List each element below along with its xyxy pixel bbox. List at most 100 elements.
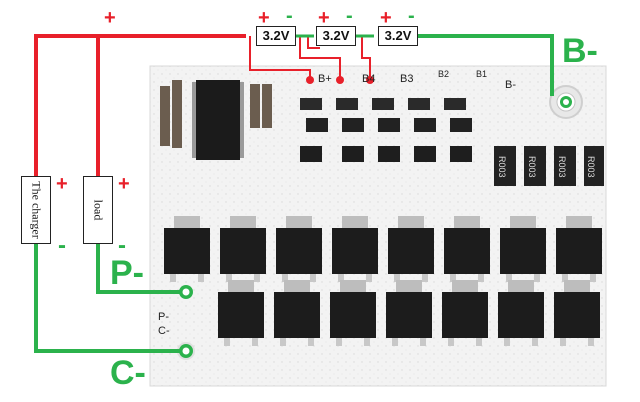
mosfet-pin — [280, 338, 286, 346]
mosfet-row-bottom — [218, 280, 600, 346]
mosfet-tab — [454, 216, 480, 228]
mosfet-pin — [338, 274, 344, 282]
mosfet-pin — [562, 274, 568, 282]
charger-plus: + — [56, 173, 68, 195]
c-minus-pad-hole — [182, 347, 190, 355]
mosfet-tab — [286, 216, 312, 228]
positive-wires — [34, 34, 246, 176]
mosfet — [332, 228, 378, 274]
mosfet — [442, 292, 488, 338]
mosfet-tab — [396, 280, 422, 292]
negative-wires — [34, 34, 554, 353]
mosfet-pin — [476, 338, 482, 346]
mosfet-pin — [226, 274, 232, 282]
mosfet-pin — [366, 274, 372, 282]
mosfet — [330, 292, 376, 338]
load-box: load — [83, 176, 113, 244]
mosfet-pin — [506, 274, 512, 282]
mosfet-tab — [508, 280, 534, 292]
mosfet-pin — [392, 338, 398, 346]
mosfet-tab — [284, 280, 310, 292]
shunt-code-1: R003 — [497, 156, 507, 178]
mosfet — [498, 292, 544, 338]
mosfet-pin — [308, 338, 314, 346]
mosfet-pin — [534, 274, 540, 282]
label-p-minus: P- — [110, 254, 144, 292]
mosfet-pin — [364, 338, 370, 346]
label-c-minus: C- — [110, 354, 146, 392]
charger-label: The charger — [29, 181, 44, 239]
cell-1-plus: + — [258, 7, 270, 29]
tap-pads — [306, 76, 374, 84]
shunt-code-2: R003 — [527, 156, 537, 178]
mosfet — [218, 292, 264, 338]
b-minus-pad-hole — [563, 99, 569, 105]
mosfet-pin — [310, 274, 316, 282]
mosfet-pin — [504, 338, 510, 346]
cell-1: 3.2V — [256, 26, 296, 46]
mosfet-pin — [450, 274, 456, 282]
shunt-code-4: R003 — [586, 156, 596, 178]
positive-rail — [34, 34, 246, 176]
mosfet-pin — [336, 338, 342, 346]
balance-leads — [249, 36, 371, 78]
tap-label-b1: B1 — [476, 69, 488, 79]
charger-box: The charger — [21, 176, 51, 244]
tap-label-b2: B2 — [438, 69, 450, 79]
mosfet-pin — [170, 274, 176, 282]
load-plus: + — [118, 173, 130, 195]
mosfet-tab — [228, 280, 254, 292]
cell-3-minus: - — [408, 5, 415, 27]
mosfet-pin — [422, 274, 428, 282]
mosfet-tab — [340, 280, 366, 292]
mosfet-row-top — [164, 216, 602, 282]
mosfet — [554, 292, 600, 338]
tap-label-b3: B3 — [400, 73, 414, 85]
c-minus-lead — [34, 244, 186, 353]
pcb-label-c-minus: C- — [158, 325, 170, 337]
mosfet-pin — [532, 338, 538, 346]
mosfet — [276, 228, 322, 274]
mosfet-pin — [252, 338, 258, 346]
p-minus-lead — [96, 244, 186, 294]
cell-2-minus: - — [346, 5, 353, 27]
cell-1-minus: - — [286, 5, 293, 27]
label-b-minus: B- — [562, 32, 598, 70]
mosfet-pin — [394, 274, 400, 282]
mosfet-tab — [342, 216, 368, 228]
shunt-code-3: R003 — [557, 156, 567, 178]
b-minus-lead — [418, 34, 554, 96]
mosfet-tab — [566, 216, 592, 228]
charger-minus: - — [58, 232, 66, 259]
mosfet — [386, 292, 432, 338]
mosfet — [274, 292, 320, 338]
p-minus-pad-hole — [182, 288, 190, 296]
mosfet — [500, 228, 546, 274]
mosfet-pin — [478, 274, 484, 282]
tap-label-b-plus: B+ — [318, 73, 332, 85]
tap-label-b4: B4 — [362, 73, 376, 85]
resistor-array — [160, 80, 272, 148]
shunt-resistors — [494, 146, 604, 186]
mosfet-tab — [510, 216, 536, 228]
cell-3: 3.2V — [378, 26, 418, 46]
mosfet — [556, 228, 602, 274]
mosfet-tab — [230, 216, 256, 228]
rail-plus-mark: + — [104, 7, 116, 29]
cell-3-plus: + — [380, 7, 392, 29]
pcb-label-p-minus: P- — [158, 311, 169, 323]
control-ic — [192, 80, 244, 160]
load-minus: - — [118, 232, 126, 259]
smd-components — [300, 98, 472, 162]
mosfet-pin — [588, 338, 594, 346]
mosfet-pin — [420, 338, 426, 346]
mosfet-tab — [174, 216, 200, 228]
mosfet-tab — [452, 280, 478, 292]
mosfet-pin — [282, 274, 288, 282]
mosfet-pin — [448, 338, 454, 346]
mosfet-tab — [564, 280, 590, 292]
mosfet-pin — [224, 338, 230, 346]
cell-2-plus: + — [318, 7, 330, 29]
mosfet — [388, 228, 434, 274]
